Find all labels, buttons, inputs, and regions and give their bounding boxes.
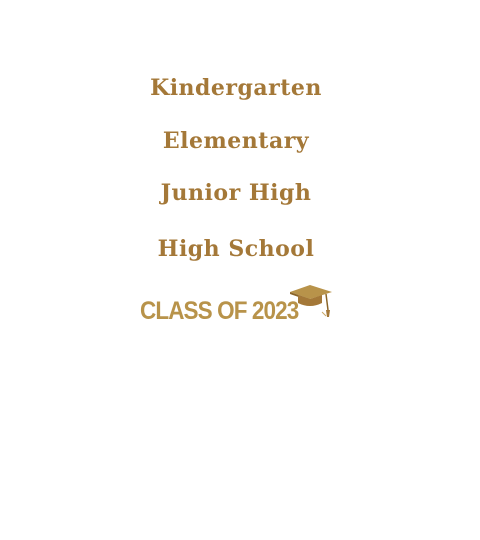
elementary-label: Elementary — [162, 128, 310, 154]
graduation-cap-icon — [290, 285, 332, 317]
class-of-graphic: CLASS OF 2023 — [140, 282, 340, 326]
class-of-label: CLASS OF 2023 — [140, 297, 299, 325]
junior-high-label: Junior High — [160, 180, 312, 206]
high-school-label: High School — [157, 236, 315, 262]
kindergarten-label: Kindergarten — [150, 75, 322, 101]
